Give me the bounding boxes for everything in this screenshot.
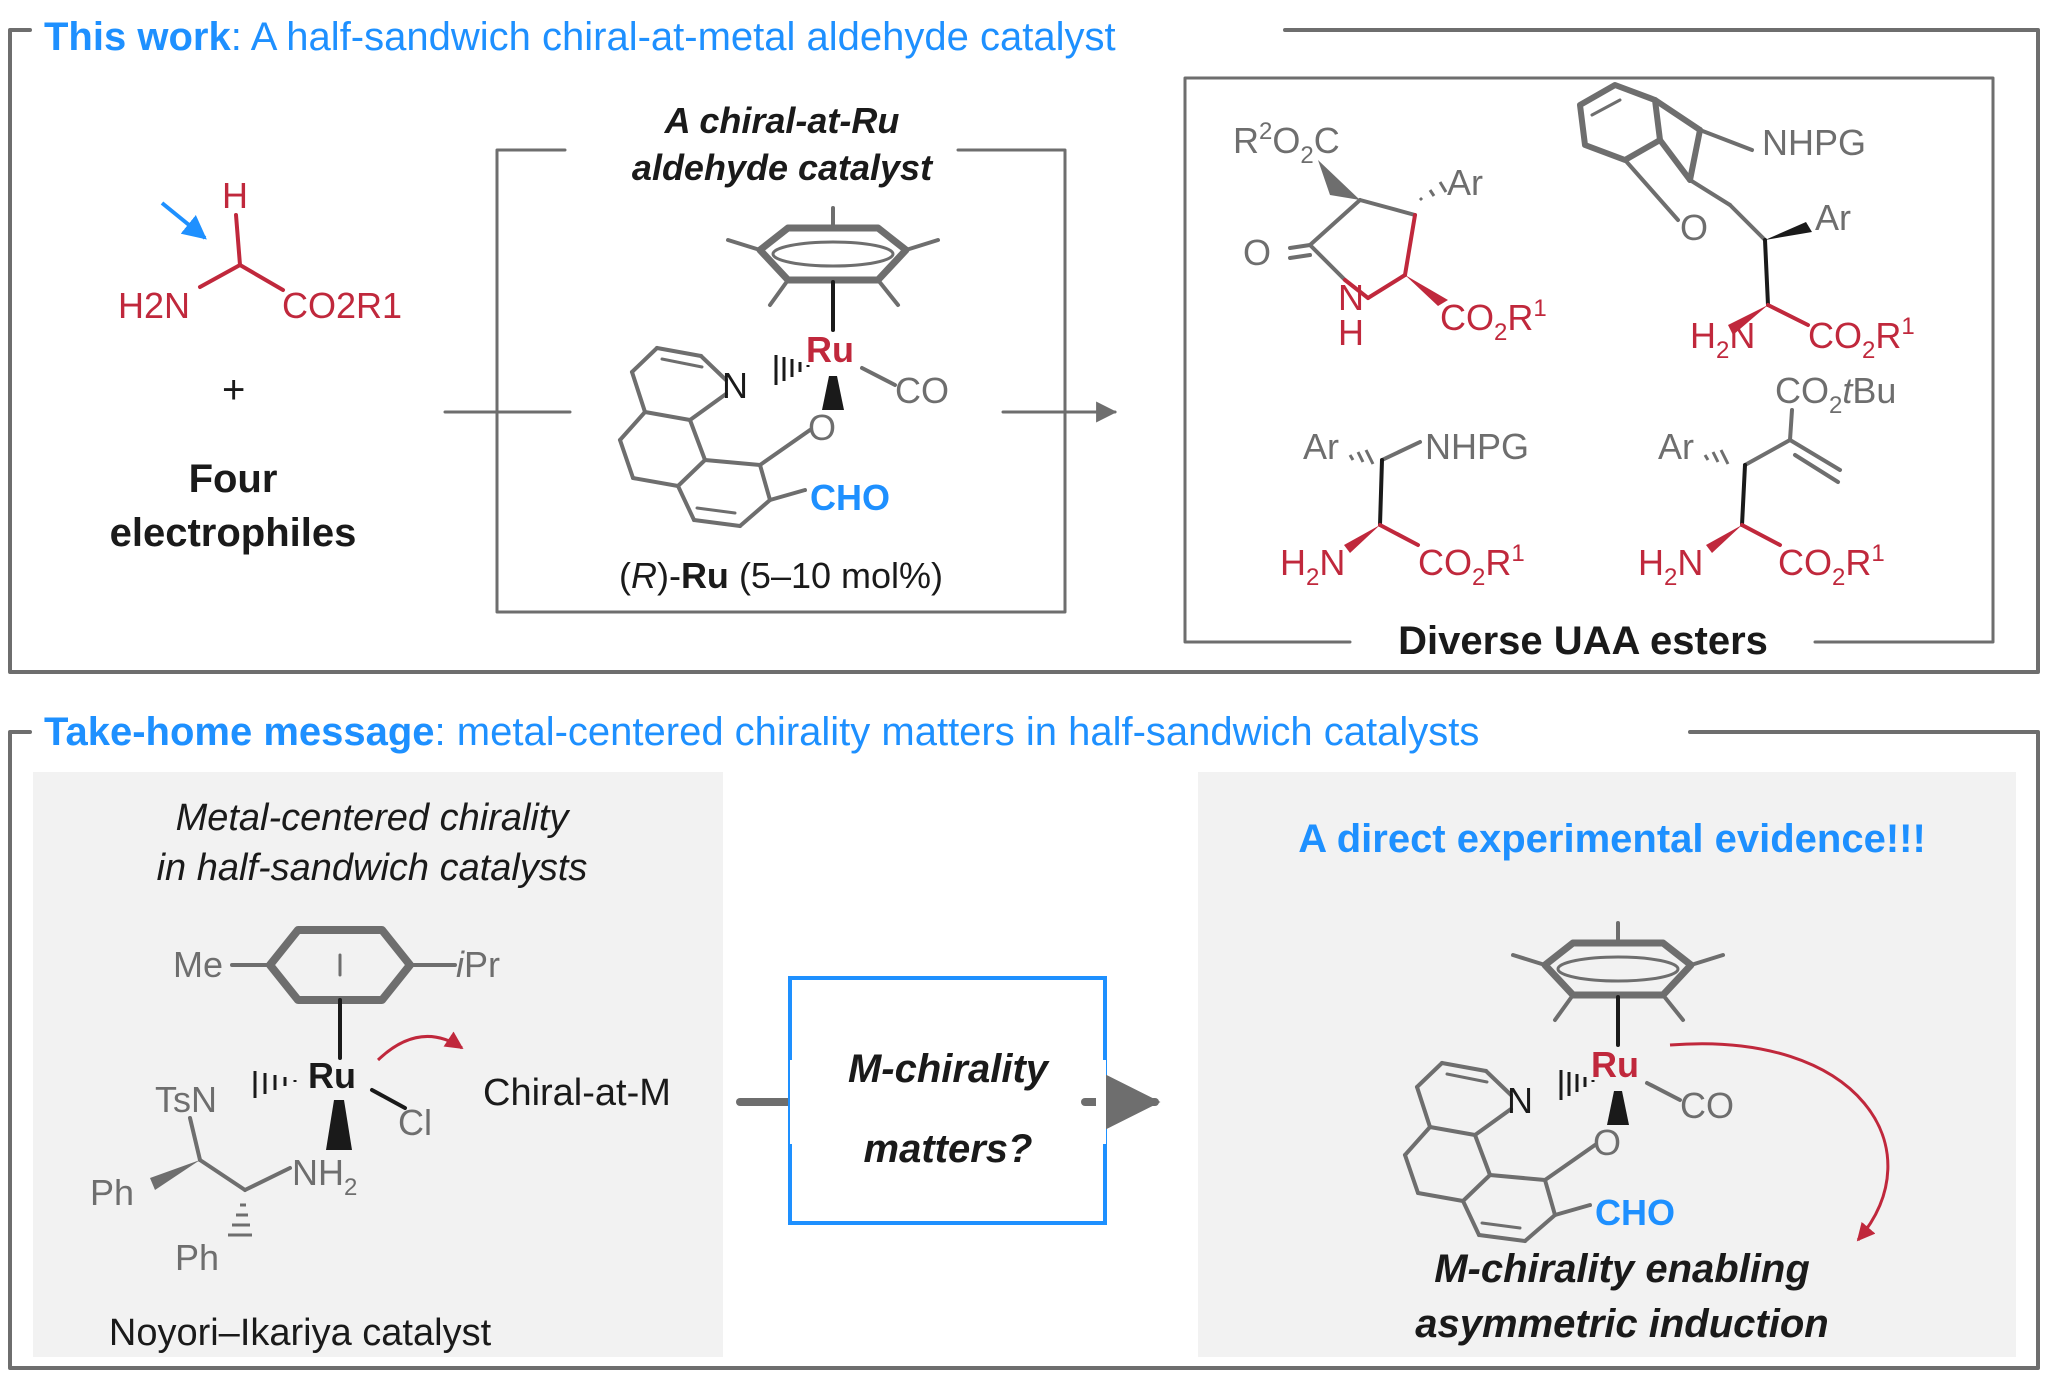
svg-text:Ar: Ar — [1658, 426, 1694, 467]
svg-text:CO: CO — [895, 370, 949, 411]
svg-text:N: N — [722, 365, 748, 406]
product-pyrrolidinone: R2O2C Ar O N H CO2R1 — [1233, 118, 1547, 353]
svg-text:O: O — [1680, 207, 1708, 248]
catalyst-label: (R)-Ru (5–10 mol%) — [619, 555, 943, 596]
svg-text:CO2R1: CO2R1 — [1440, 295, 1547, 346]
svg-text:in half-sandwich catalysts: in half-sandwich catalysts — [157, 847, 588, 889]
noyori-ikariya-catalyst: Me iPr Ru TsN Cl NH2 Ph Ph — [90, 926, 500, 1278]
svg-text:H: H — [1338, 312, 1364, 353]
svg-text:O: O — [808, 407, 836, 448]
chiral-at-ru-catalyst-bottom: Ru N CO O CHO — [1405, 923, 1734, 1241]
svg-text:Cl: Cl — [398, 1102, 432, 1143]
svg-text:CO: CO — [1680, 1085, 1734, 1126]
svg-text:Ph: Ph — [90, 1172, 134, 1213]
question-line2: matters? — [864, 1127, 1033, 1171]
svg-text:N: N — [1338, 277, 1364, 318]
svg-text:iPr: iPr — [456, 944, 500, 985]
svg-text:CO2R1: CO2R1 — [1778, 540, 1885, 591]
svg-text:H: H — [222, 175, 248, 216]
question-line1: M-chirality — [848, 1047, 1050, 1091]
right-panel-title: A direct experimental evidence!!! — [1298, 817, 1926, 861]
product-allylic: CO2tBu Ar H2N CO2R1 — [1638, 370, 1896, 591]
svg-text:H2N: H2N — [1280, 542, 1345, 591]
svg-text:Ru: Ru — [308, 1055, 356, 1096]
svg-text:CO2R1: CO2R1 — [1808, 313, 1915, 364]
chiral-at-m-label: Chiral-at-M — [483, 1072, 671, 1114]
right-caption-line2: asymmetric induction — [1415, 1302, 1828, 1346]
product-benzofuran: O NHPG Ar H2N CO2R1 — [1577, 82, 1915, 364]
svg-text:+: + — [222, 368, 245, 412]
top-panel-frame — [8, 28, 2040, 674]
right-panel-bg — [1198, 772, 2016, 1357]
svg-text:electrophiles: electrophiles — [110, 511, 357, 555]
svg-text:Metal-centered chirality: Metal-centered chirality — [176, 797, 571, 839]
svg-text:N: N — [1507, 1080, 1533, 1121]
svg-text:Ru: Ru — [1591, 1044, 1639, 1085]
products-caption: Diverse UAA esters — [1398, 619, 1768, 663]
left-panel-bg — [33, 772, 723, 1357]
noyori-label: Noyori–Ikariya catalyst — [109, 1312, 492, 1354]
svg-text:R2O2C: R2O2C — [1233, 118, 1340, 169]
glycine-ester-substrate: H H2N CO2R1 + Four electrophiles — [110, 175, 402, 555]
svg-text:Me: Me — [173, 944, 223, 985]
svg-text:CO2R1: CO2R1 — [282, 285, 402, 326]
right-caption-line1: M-chirality enabling — [1434, 1247, 1810, 1291]
bottom-panel-title: Take-home message: metal-centered chiral… — [44, 710, 1479, 754]
svg-text:H2N: H2N — [118, 285, 190, 326]
svg-text:O: O — [1243, 232, 1271, 273]
chiral-at-ru-catalyst-top: Ru N CO O CHO (R)-Ru (5–10 mol%) — [619, 208, 949, 596]
svg-text:H2N: H2N — [1638, 542, 1703, 591]
svg-text:CHO: CHO — [810, 477, 890, 518]
svg-text:CHO: CHO — [1595, 1192, 1675, 1233]
svg-text:O: O — [1593, 1122, 1621, 1163]
svg-text:Ru: Ru — [806, 329, 854, 370]
product-diamine: Ar NHPG H2N CO2R1 — [1280, 426, 1529, 591]
top-panel-title: This work: A half-sandwich chiral-at-met… — [44, 15, 1116, 59]
svg-text:A chiral-at-Ru: A chiral-at-Ru — [664, 100, 900, 141]
svg-text:TsN: TsN — [155, 1079, 217, 1120]
svg-text:NHPG: NHPG — [1762, 122, 1866, 163]
svg-text:H2N: H2N — [1690, 315, 1755, 364]
question-box — [788, 976, 1107, 1225]
svg-text:CO2R1: CO2R1 — [1418, 540, 1525, 591]
svg-text:Ar: Ar — [1303, 426, 1339, 467]
svg-text:Four: Four — [189, 457, 278, 501]
svg-text:Ar: Ar — [1815, 197, 1851, 238]
svg-text:Ph: Ph — [175, 1237, 219, 1278]
svg-text:Ar: Ar — [1447, 162, 1483, 203]
svg-text:aldehyde catalyst: aldehyde catalyst — [632, 147, 934, 188]
svg-text:NHPG: NHPG — [1425, 426, 1529, 467]
